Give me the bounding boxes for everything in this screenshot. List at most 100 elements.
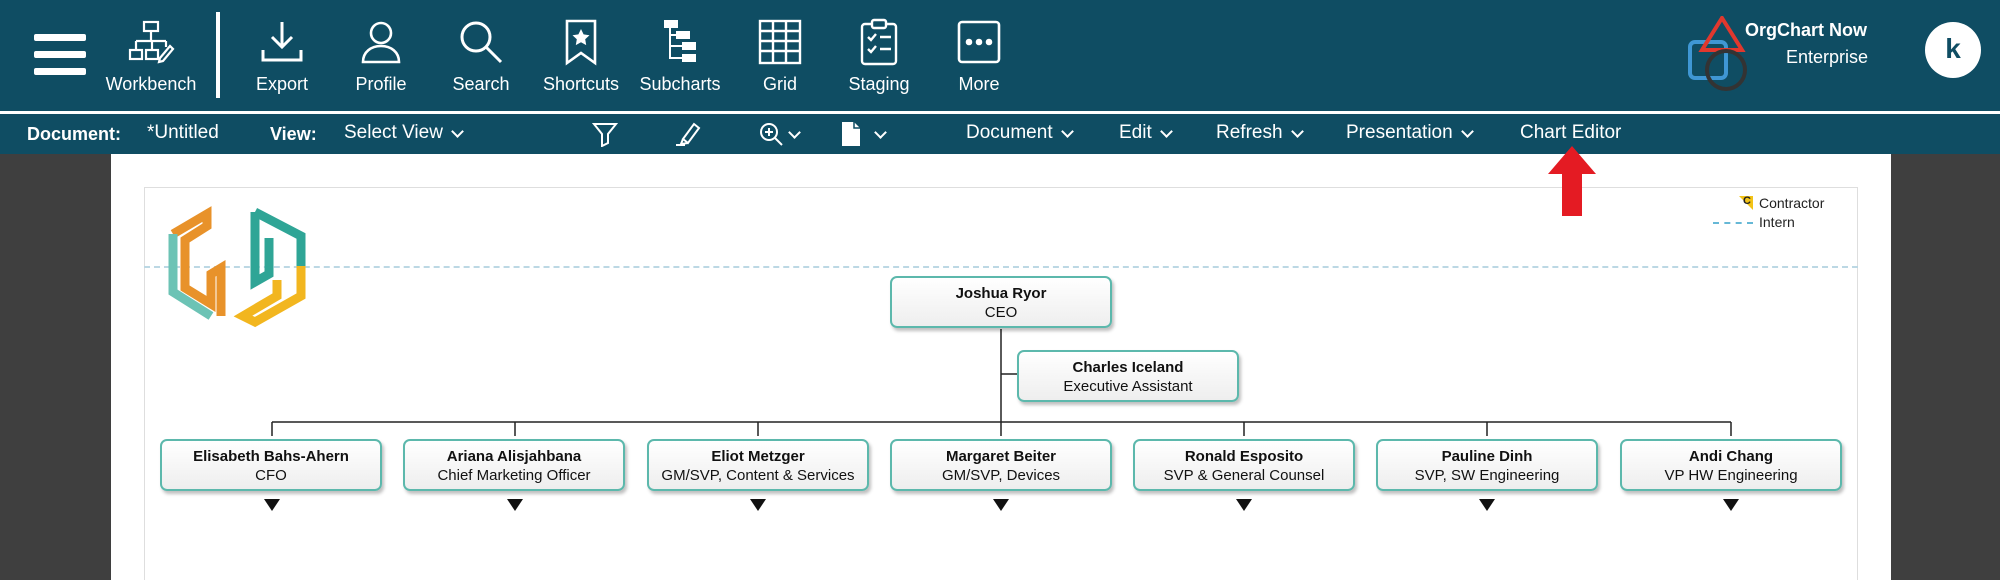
orgchart-now-logo xyxy=(1688,16,1747,91)
node-name: Ariana Alisjahbana xyxy=(446,448,582,465)
document-menu[interactable]: Document xyxy=(966,122,1074,144)
main-toolbar: Workbench Export Profile Search Shortcut… xyxy=(0,0,2000,111)
org-node-report[interactable]: Andi Chang VP HW Engineering xyxy=(1620,439,1842,491)
presentation-menu-label: Presentation xyxy=(1346,122,1453,143)
expand-arrow-icon[interactable] xyxy=(1479,499,1495,511)
org-node-report[interactable]: Pauline Dinh SVP, SW Engineering xyxy=(1376,439,1598,491)
refresh-menu[interactable]: Refresh xyxy=(1216,122,1304,144)
legend-intern-label: Intern xyxy=(1759,214,1795,230)
document-name[interactable]: *Untitled xyxy=(147,122,219,143)
menu-bar: Document: *Untitled View: Select View Do… xyxy=(0,114,2000,154)
shortcuts-label: Shortcuts xyxy=(542,74,620,94)
expand-arrow-icon[interactable] xyxy=(507,499,523,511)
workbench-icon xyxy=(128,20,175,64)
export-icon xyxy=(261,22,303,62)
zoom-dropdown[interactable] xyxy=(758,121,801,147)
zoom-in-icon xyxy=(760,123,783,146)
workbench-button[interactable]: Workbench xyxy=(96,18,206,98)
view-select-value: Select View xyxy=(344,122,443,143)
chart-editor-button[interactable]: Chart Editor xyxy=(1520,122,1622,143)
edit-menu-label: Edit xyxy=(1119,122,1152,143)
staging-icon xyxy=(860,18,898,66)
chevron-down-icon xyxy=(874,126,887,139)
node-name: Charles Iceland xyxy=(1072,359,1184,376)
node-name: Eliot Metzger xyxy=(711,448,805,465)
expand-arrow-icon[interactable] xyxy=(1723,499,1739,511)
filter-icon[interactable] xyxy=(592,121,618,147)
org-node-report[interactable]: Elisabeth Bahs-Ahern CFO xyxy=(160,439,382,491)
view-label: View: xyxy=(270,124,317,144)
toolbar-separator-line xyxy=(0,111,2000,114)
presentation-menu[interactable]: Presentation xyxy=(1346,122,1474,144)
org-node-assistant[interactable]: Charles Iceland Executive Assistant xyxy=(1017,350,1239,402)
org-node-report[interactable]: Ronald Esposito SVP & General Counsel xyxy=(1133,439,1355,491)
chevron-down-icon xyxy=(1060,125,1074,138)
grid-icon xyxy=(758,19,802,65)
user-avatar[interactable]: k xyxy=(1925,22,1981,78)
staging-label: Staging xyxy=(848,74,910,94)
company-logo xyxy=(168,206,306,328)
search-label: Search xyxy=(452,74,510,94)
org-node-report[interactable]: Eliot Metzger GM/SVP, Content & Services xyxy=(647,439,869,491)
search-icon xyxy=(460,21,503,64)
edit-menu[interactable]: Edit xyxy=(1119,122,1173,144)
document-menu-label: Document xyxy=(966,122,1053,143)
node-title: Chief Marketing Officer xyxy=(437,467,591,484)
org-connectors xyxy=(271,329,1732,436)
refresh-menu-label: Refresh xyxy=(1216,122,1283,143)
chevron-down-icon xyxy=(1290,125,1304,138)
chart-page: C Contractor Intern Joshua Ryor CEO Char… xyxy=(111,154,1891,580)
intern-dashed-divider xyxy=(144,266,1858,268)
brand-name: OrgChart Now xyxy=(1745,20,1868,40)
more-button[interactable]: More xyxy=(924,18,1034,98)
contractor-badge-icon xyxy=(1739,196,1753,210)
node-title: Executive Assistant xyxy=(1063,378,1193,395)
grid-label: Grid xyxy=(762,74,797,94)
org-node-ceo[interactable]: Joshua Ryor CEO xyxy=(890,276,1112,328)
chart-frame xyxy=(144,187,1858,580)
workspace-background xyxy=(1891,154,2000,580)
annotation-arrow-icon xyxy=(1548,146,1596,216)
profile-button[interactable]: Profile xyxy=(326,18,436,98)
node-name: Pauline Dinh xyxy=(1441,448,1533,465)
intern-dash-swatch xyxy=(1713,222,1753,224)
node-name: Elisabeth Bahs-Ahern xyxy=(193,448,349,465)
expand-arrow-icon[interactable] xyxy=(993,499,1009,511)
node-title: SVP & General Counsel xyxy=(1163,467,1325,484)
node-name: Margaret Beiter xyxy=(945,448,1057,465)
search-button[interactable]: Search xyxy=(426,18,536,98)
node-title: GM/SVP, Content & Services xyxy=(661,467,855,484)
node-title: VP HW Engineering xyxy=(1664,467,1798,484)
org-node-report[interactable]: Ariana Alisjahbana Chief Marketing Offic… xyxy=(403,439,625,491)
chevron-down-icon xyxy=(1159,125,1173,138)
page-dropdown[interactable] xyxy=(840,121,887,147)
brand-edition: Enterprise xyxy=(1786,47,1869,67)
grid-button[interactable]: Grid xyxy=(725,18,835,98)
node-title: GM/SVP, Devices xyxy=(941,467,1061,484)
document-label: Document: xyxy=(27,124,121,144)
highlighter-icon[interactable] xyxy=(674,121,702,147)
org-node-report[interactable]: Margaret Beiter GM/SVP, Devices xyxy=(890,439,1112,491)
profile-label: Profile xyxy=(355,74,407,94)
staging-button[interactable]: Staging xyxy=(824,18,934,98)
node-title: CEO xyxy=(984,304,1018,321)
export-button[interactable]: Export xyxy=(227,18,337,98)
subcharts-label: Subcharts xyxy=(639,74,721,94)
shortcuts-button[interactable]: Shortcuts xyxy=(526,18,636,98)
contractor-badge-letter: C xyxy=(1743,195,1751,207)
expand-arrow-icon[interactable] xyxy=(1236,499,1252,511)
node-name: Andi Chang xyxy=(1688,448,1774,465)
more-label: More xyxy=(958,74,1000,94)
toolbar-divider xyxy=(216,12,220,98)
hamburger-menu-icon[interactable] xyxy=(34,34,86,76)
node-name: Joshua Ryor xyxy=(955,285,1047,302)
expand-arrow-icon[interactable] xyxy=(264,499,280,511)
export-label: Export xyxy=(255,74,309,94)
subcharts-button[interactable]: Subcharts xyxy=(625,18,735,98)
view-select[interactable]: Select View xyxy=(344,122,464,144)
page-icon xyxy=(842,122,860,146)
chevron-down-icon xyxy=(451,125,464,138)
workbench-label: Workbench xyxy=(105,74,197,94)
profile-icon xyxy=(361,21,401,64)
expand-arrow-icon[interactable] xyxy=(750,499,766,511)
